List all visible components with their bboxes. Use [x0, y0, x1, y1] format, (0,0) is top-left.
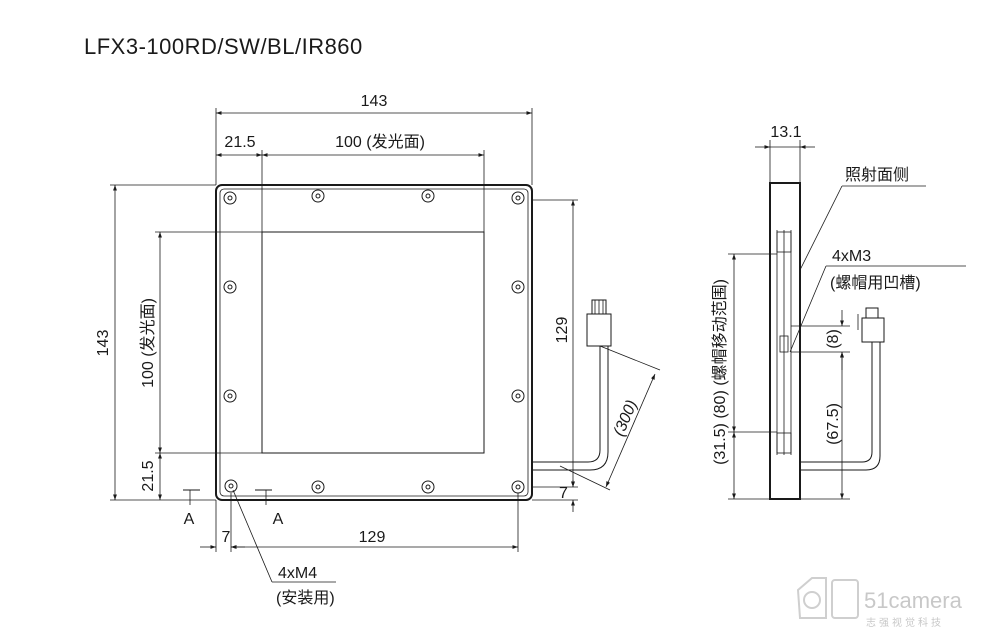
label-screw-line2: (螺帽用凹槽)	[830, 274, 921, 292]
model-title: LFX3-100RD/SW/BL/IR860	[84, 34, 363, 59]
dim-emitting-height: 100 (发光面)	[139, 298, 157, 388]
dim-cable-height: 129	[554, 317, 571, 344]
emitting-window	[261, 231, 485, 454]
hole-icon	[224, 479, 238, 493]
watermark: 51camera 志强视觉科技	[796, 577, 963, 629]
dim-screw-range: (31.5) (80) (螺帽移动范围)	[711, 279, 729, 465]
outer-frame	[215, 184, 533, 501]
side-view: 13.1 照射面侧 4xM3 (螺帽用凹槽) (31.5) (80) (螺帽移动…	[711, 124, 966, 500]
hole-icon	[223, 280, 237, 294]
side-cable	[800, 307, 885, 471]
watermark-subtitle: 志强视觉科技	[866, 616, 944, 629]
dim-cable-length: (300)	[611, 398, 641, 439]
hole-icon	[511, 280, 525, 294]
hole-icon	[223, 389, 237, 403]
inner-frame	[219, 188, 529, 497]
front-view: 143 21.5 100 (发光面) 143 100 (发光面) 21.5	[95, 93, 661, 607]
connector-icon	[586, 313, 612, 347]
mount-label-line2: (安装用)	[276, 589, 335, 607]
hole-icon	[311, 480, 325, 494]
side-body	[769, 182, 801, 500]
watermark-brand: 51camera	[864, 588, 963, 613]
mount-label-line1: 4xM4	[278, 565, 317, 582]
hole-icon	[311, 189, 325, 203]
dim-bottom-left: 7	[222, 529, 231, 546]
dim-67-5: (67.5)	[825, 403, 842, 445]
connector-icon	[861, 317, 885, 343]
label-screw-line1: 4xM3	[832, 248, 871, 265]
dim-right-bottom: 7	[559, 485, 568, 502]
hole-icon	[223, 191, 237, 205]
watermark-logo-icon	[796, 577, 859, 619]
hole-icon	[421, 480, 435, 494]
label-illum-side: 照射面侧	[845, 166, 909, 184]
dim-overall-height: 143	[95, 330, 112, 357]
section-mark-left: A	[184, 511, 195, 528]
dim-bottom-margin: 21.5	[140, 460, 157, 491]
hole-icon	[511, 480, 525, 494]
cable	[532, 299, 612, 471]
dim-8: (8)	[825, 329, 842, 349]
dim-overall-width: 143	[361, 93, 388, 110]
hole-icon	[421, 189, 435, 203]
mounting-holes	[223, 189, 525, 494]
dim-left-margin: 21.5	[224, 134, 255, 151]
dim-emitting-width: 100 (发光面)	[335, 133, 425, 151]
section-mark-right: A	[273, 511, 284, 528]
hole-icon	[511, 191, 525, 205]
dim-thickness: 13.1	[770, 124, 801, 141]
hole-icon	[511, 389, 525, 403]
dim-hole-pitch: 129	[359, 529, 386, 546]
